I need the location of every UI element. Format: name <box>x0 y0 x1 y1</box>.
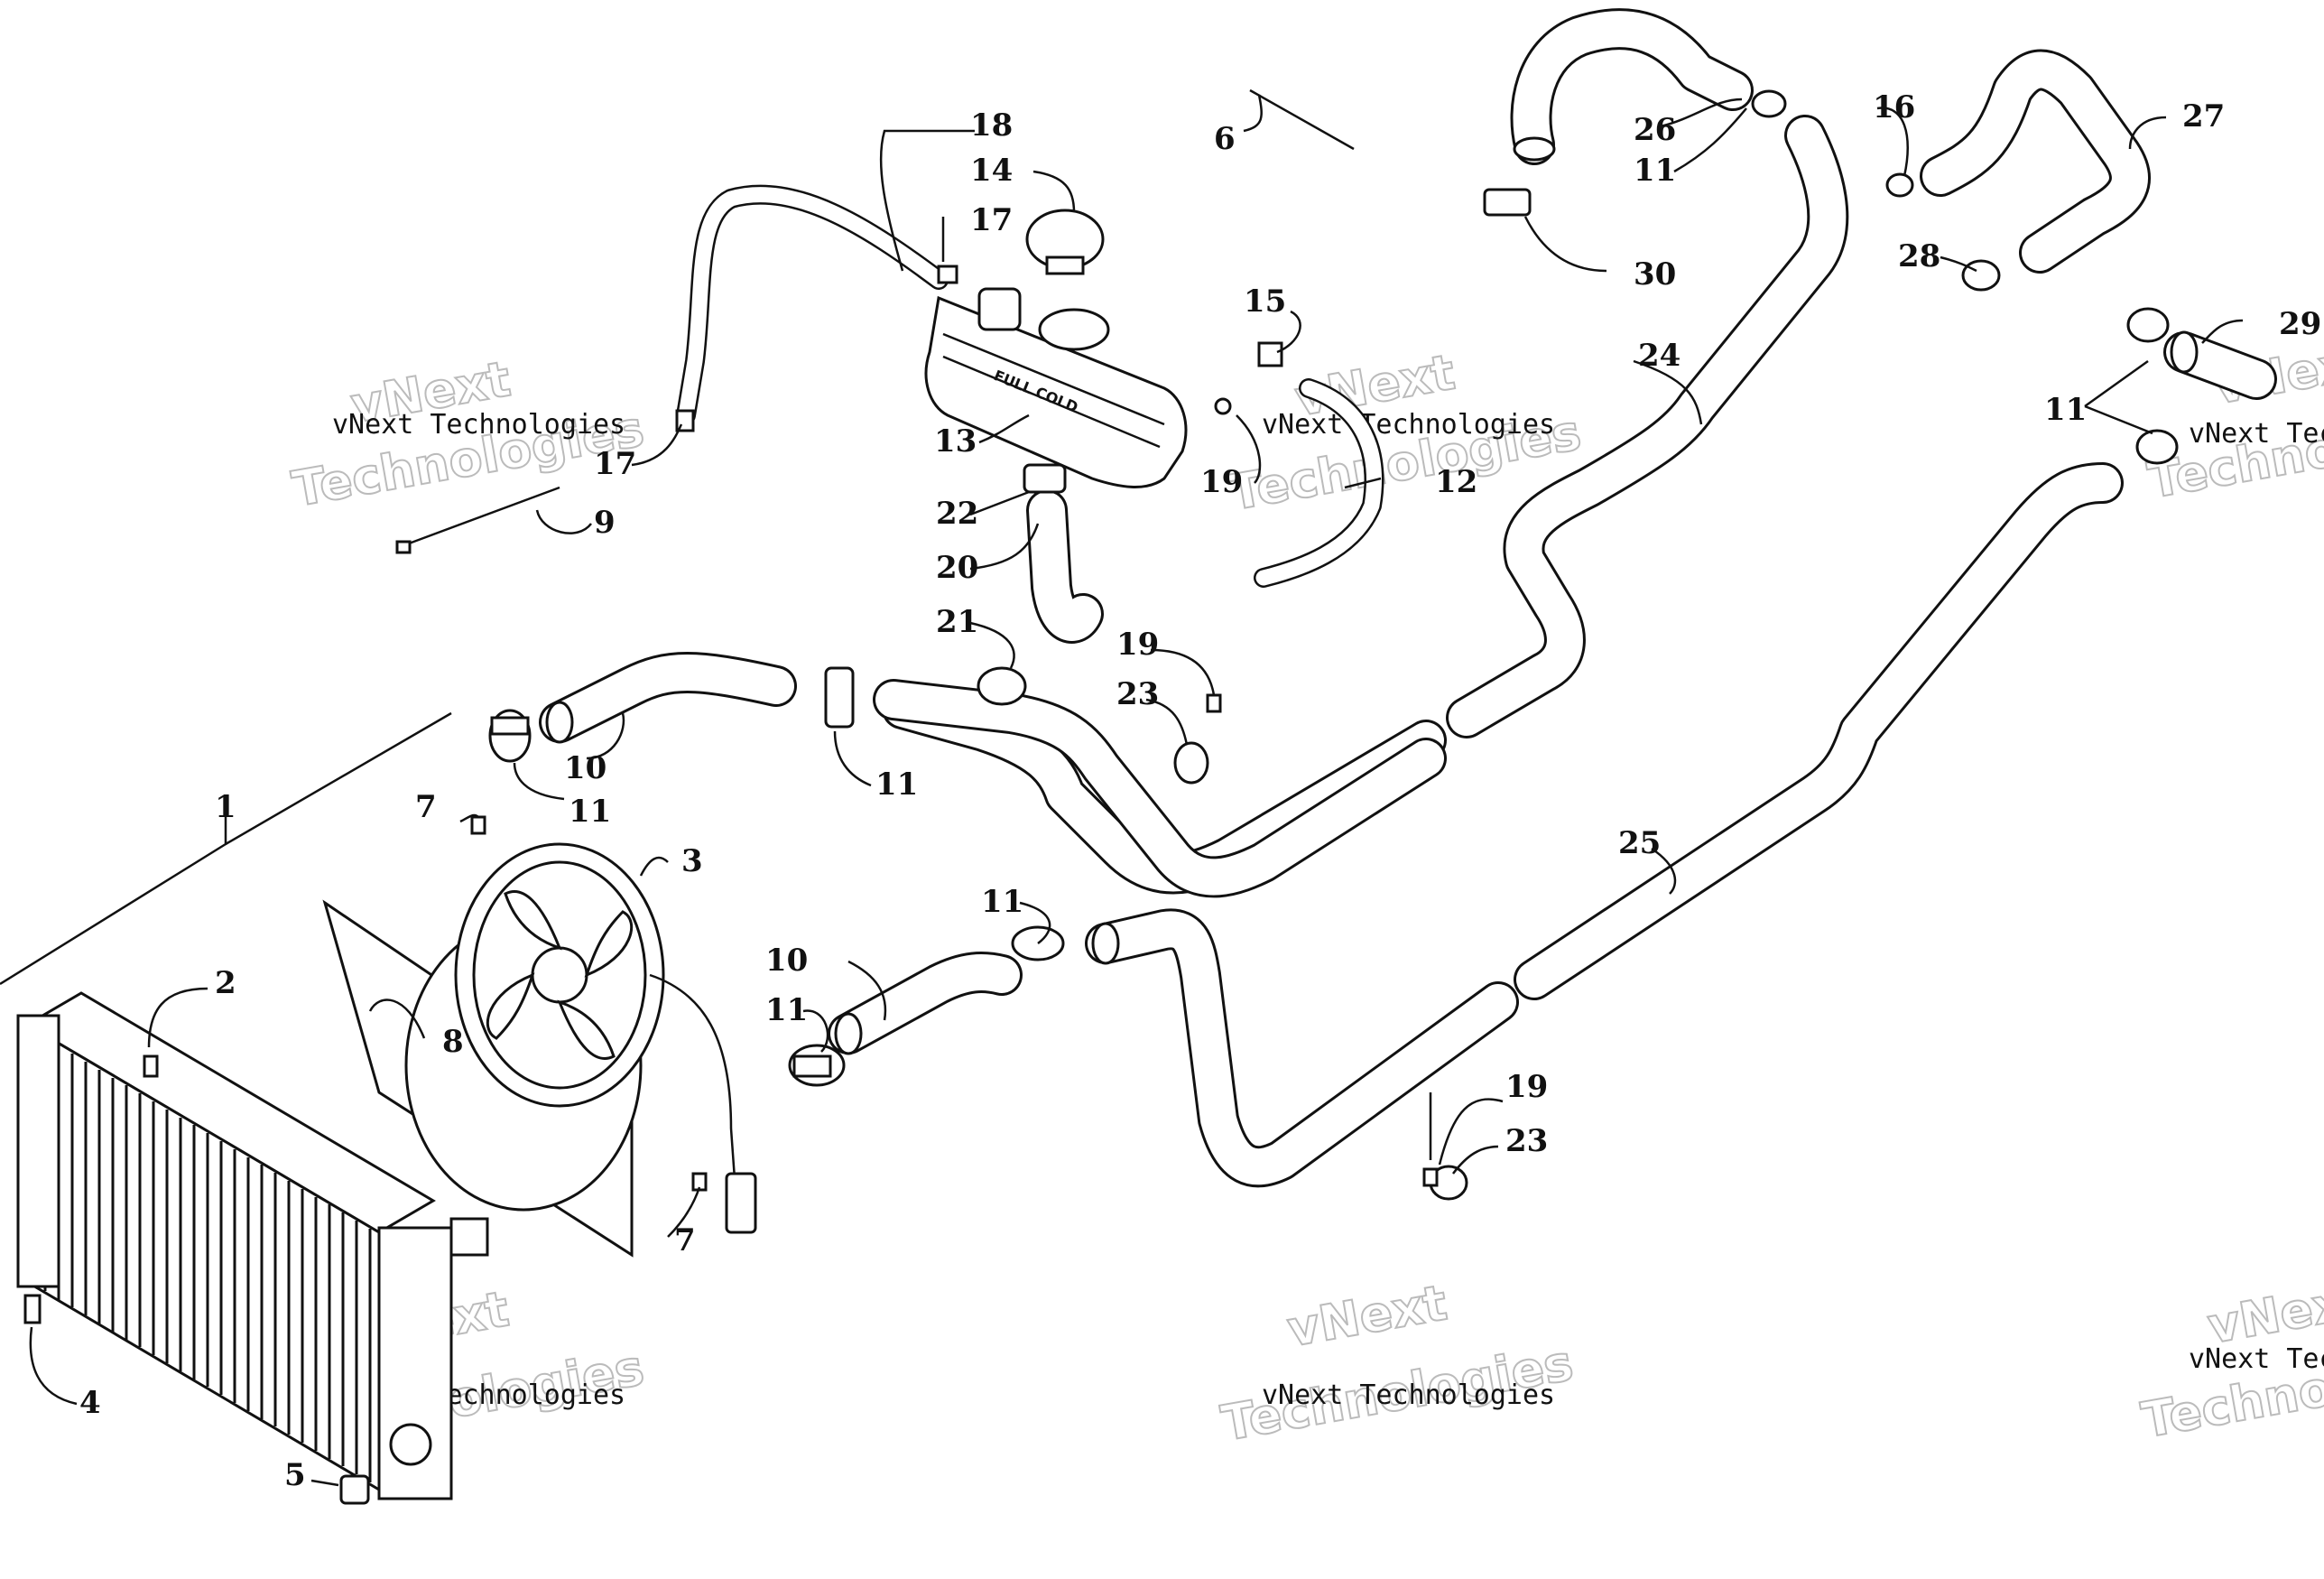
callout-17-left: 17 <box>594 446 636 482</box>
tank-cap-14 <box>1025 209 1105 275</box>
callout-20: 20 <box>936 550 978 586</box>
bracket-23-a <box>1173 741 1209 785</box>
callout-13: 13 <box>934 423 977 460</box>
clamp-28 <box>1961 259 2001 292</box>
callout-4: 4 <box>79 1385 101 1421</box>
wire-9 <box>395 486 560 554</box>
hose-29 <box>2163 330 2277 400</box>
tank-filler-neck <box>1038 308 1110 351</box>
clamp-22 <box>1023 463 1067 494</box>
radiator-post-2 <box>143 1054 159 1078</box>
clamp-16 <box>1885 172 1914 198</box>
drain-plug-4 <box>23 1294 42 1324</box>
watermark-small-top-right: vNext Technologies <box>2189 418 2324 450</box>
callout-24: 24 <box>1638 338 1681 374</box>
bolt-19-b <box>1422 1167 1439 1187</box>
callout-10-lower: 10 <box>765 943 808 979</box>
callout-28: 28 <box>1898 238 1940 274</box>
clamp-11-f <box>2126 307 2179 465</box>
watermark-small-bottom-center: vNext Technologies <box>1262 1379 1555 1411</box>
callout-26: 26 <box>1634 112 1676 148</box>
callout-11-lower-mid: 11 <box>981 884 1023 920</box>
callout-11-upper-left: 11 <box>569 794 611 830</box>
radiator <box>16 991 489 1500</box>
clamp-11-a <box>488 709 532 763</box>
radiator-left-tank <box>16 1014 60 1288</box>
callout-12: 12 <box>1435 464 1477 500</box>
fan-connector <box>725 1172 757 1234</box>
overflow-hose-12 <box>1254 378 1384 588</box>
radiator-inlet <box>449 1217 489 1257</box>
callout-17-top: 17 <box>970 202 1013 238</box>
callout-11-upper-mid: 11 <box>875 766 918 803</box>
callout-25: 25 <box>1618 825 1661 861</box>
callout-30: 30 <box>1634 256 1676 293</box>
bolt-5 <box>339 1474 370 1505</box>
callout-21: 21 <box>936 604 978 640</box>
sensor-30 <box>1483 188 1532 217</box>
hose-20 <box>1026 489 1104 644</box>
callout-23-lower: 23 <box>1505 1123 1548 1159</box>
clamp-11-d <box>788 1044 846 1087</box>
clamp-11-b <box>824 666 855 729</box>
callout-3: 3 <box>681 843 703 879</box>
callout-11-far-right: 11 <box>2044 392 2087 428</box>
callout-18: 18 <box>970 107 1013 144</box>
callout-9: 9 <box>594 505 616 541</box>
hose-27 <box>1920 49 2151 274</box>
watermark-big-line1: vNext <box>2204 1271 2324 1355</box>
radiator-outlet <box>389 1423 432 1466</box>
hose-10-lower <box>828 922 1120 1055</box>
bolt-19-c <box>1214 397 1232 415</box>
callout-2: 2 <box>215 965 236 1001</box>
callout-11-top-right: 11 <box>1634 153 1676 189</box>
watermark-small-bottom-right: vNext Technologies <box>2189 1343 2324 1375</box>
clamp-21 <box>977 666 1027 706</box>
clamp-17-a <box>937 265 958 284</box>
callout-1: 1 <box>215 789 236 825</box>
callout-14: 14 <box>970 153 1013 189</box>
callout-5: 5 <box>284 1457 306 1493</box>
leader-lines <box>0 94 2244 1487</box>
wire-6 <box>1249 88 1355 151</box>
callout-15: 15 <box>1244 283 1286 320</box>
callout-7-top: 7 <box>415 789 437 825</box>
callout-16: 16 <box>1873 89 1915 125</box>
callout-19-upper: 19 <box>1116 627 1159 663</box>
clamp-15 <box>1257 341 1283 367</box>
callout-8: 8 <box>442 1024 464 1060</box>
callouts: 1 2 3 4 5 6 7 7 8 9 10 10 11 11 11 11 11… <box>79 89 2321 1493</box>
callout-10-upper: 10 <box>564 750 606 786</box>
callout-27: 27 <box>2182 98 2225 135</box>
coolant-tank-13: FULL COLD <box>924 287 1188 488</box>
callout-19-tank: 19 <box>1200 464 1243 500</box>
watermark-small-top-left: vNext Technologies <box>332 409 625 441</box>
callout-22: 22 <box>936 496 978 532</box>
watermark-bottom-center: vNext Technologies <box>1217 1273 1579 1453</box>
callout-29: 29 <box>2279 306 2321 342</box>
callout-6: 6 <box>1214 121 1236 157</box>
watermark-big-line1: vNext <box>1283 1274 1451 1358</box>
callout-7-bottom: 7 <box>674 1222 696 1259</box>
overflow-hose-18 <box>676 184 949 425</box>
clamp-11-e <box>1751 89 1787 118</box>
callout-19-lower: 19 <box>1505 1069 1548 1105</box>
hose-25 <box>1085 462 2124 1188</box>
bolt-7-a <box>470 815 486 835</box>
hose-26 <box>1510 8 1754 165</box>
watermark-small-top-center: vNext Technologies <box>1262 409 1555 441</box>
callout-23-upper: 23 <box>1116 676 1159 712</box>
bolt-19-a <box>1206 693 1222 713</box>
tank-vent <box>977 287 1022 331</box>
fan-3 <box>454 842 757 1234</box>
hose-10-upper <box>539 652 1447 898</box>
callout-11-lower-left: 11 <box>765 992 808 1028</box>
